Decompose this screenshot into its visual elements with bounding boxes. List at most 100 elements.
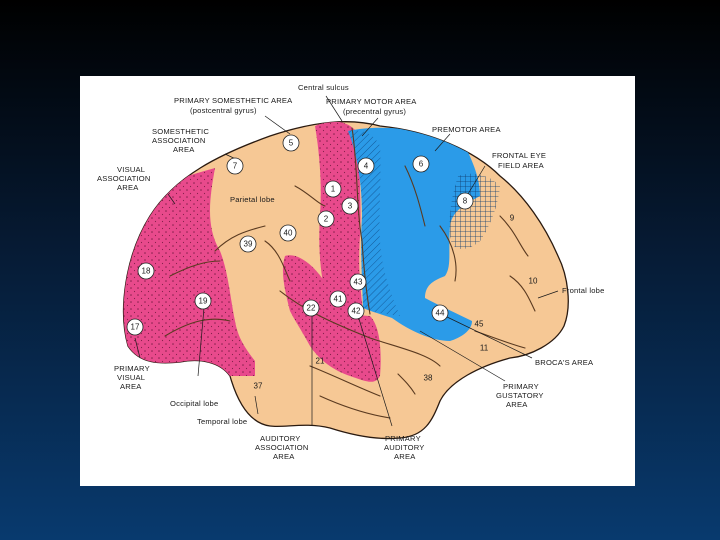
svg-text:6: 6 (419, 160, 424, 169)
area-44-marker: 44 (431, 304, 449, 322)
leader-somesthetic (264, 115, 291, 135)
label-primary-gustatory-1: PRIMARY (503, 382, 539, 391)
area-19-marker: 19 (194, 292, 212, 310)
label-primary-auditory-1: PRIMARY (385, 434, 421, 443)
leader-frontal-lobe (537, 290, 559, 299)
svg-text:5: 5 (289, 139, 294, 148)
area-17-marker: 17 (126, 318, 144, 336)
label-central-sulcus: Central sulcus (298, 83, 349, 92)
leader-premotor (434, 133, 451, 152)
area-18-marker: 18 (137, 262, 155, 280)
label-somesthetic-association-1: SOMESTHETIC (152, 127, 209, 136)
sulcus-4 (169, 260, 221, 277)
svg-text:19: 19 (199, 297, 208, 306)
label-frontal-eye-2: FIELD AREA (498, 161, 545, 170)
area-2-marker: 2 (317, 210, 335, 228)
area-40-marker: 40 (279, 224, 297, 242)
leader-occipital (197, 307, 205, 377)
label-somesthetic-association-2: ASSOCIATION (152, 136, 206, 145)
area-42-marker: 42 (347, 302, 365, 320)
label-visual-association-2: ASSOCIATION (97, 174, 151, 183)
area-22-marker: 22 (302, 299, 320, 317)
sulcus-11 (309, 365, 381, 397)
primary-motor-hatch (348, 130, 400, 316)
label-primary-visual-1: PRIMARY (114, 364, 150, 373)
svg-text:40: 40 (284, 229, 293, 238)
area-41-marker: 41 (329, 290, 347, 308)
label-primary-gustatory-2: GUSTATORY (496, 391, 544, 400)
label-primary-somesthetic-area: PRIMARY SOMESTHETIC AREA (174, 96, 293, 105)
area-37-label: 37 (254, 382, 263, 391)
label-primary-auditory-3: AREA (394, 452, 416, 461)
label-occipital-lobe: Occipital lobe (170, 399, 218, 408)
svg-text:7: 7 (233, 162, 238, 171)
svg-text:42: 42 (352, 307, 361, 316)
label-somesthetic-association-3: AREA (173, 145, 195, 154)
sulcus-5 (164, 318, 231, 337)
label-auditory-association-3: AREA (273, 452, 295, 461)
svg-text:39: 39 (244, 240, 253, 249)
area-39-marker: 39 (239, 235, 257, 253)
frontal-eye-field-grid (449, 173, 500, 250)
svg-text:3: 3 (348, 202, 353, 211)
sylvian-fissure-line (279, 290, 441, 367)
sulcus-6 (404, 165, 426, 227)
svg-text:22: 22 (307, 304, 316, 313)
area-21-label: 21 (316, 357, 325, 366)
area-3-marker: 3 (341, 197, 359, 215)
label-postcentral-gyrus: (postcentral gyrus) (190, 106, 257, 115)
brain-diagram-svg: 5 7 4 6 1 3 8 2 40 39 18 43 19 41 22 42 … (97, 83, 605, 461)
svg-text:1: 1 (331, 185, 336, 194)
leader-motor (361, 117, 379, 137)
label-auditory-association-2: ASSOCIATION (255, 443, 309, 452)
sulcus-12 (319, 395, 391, 419)
label-parietal-lobe: Parietal lobe (230, 195, 275, 204)
leader-frontal-eye (467, 165, 486, 195)
label-temporal-lobe: Temporal lobe (197, 417, 247, 426)
leader-brocas (444, 315, 533, 359)
central-sulcus-line (351, 127, 371, 315)
sulcus-8 (499, 215, 529, 257)
leader-gustatory (419, 330, 506, 382)
label-primary-visual-3: AREA (120, 382, 142, 391)
leader-central-sulcus (325, 95, 343, 122)
label-frontal-eye-1: FRONTAL EYE (492, 151, 546, 160)
leader-primary-auditory (354, 305, 393, 427)
label-brocas-area: BROCA'S AREA (535, 358, 594, 367)
svg-text:4: 4 (364, 162, 369, 171)
sulcus-1 (294, 185, 326, 207)
area-8-marker: 8 (456, 192, 474, 210)
svg-text:17: 17 (131, 323, 140, 332)
sulcus-13 (397, 373, 416, 395)
sulcus-9 (509, 275, 536, 312)
auditory-dots (282, 255, 381, 382)
area-9-label: 9 (510, 214, 515, 223)
leader-visual-assoc (167, 193, 176, 205)
leader-primary-visual (134, 337, 141, 359)
sulcus-7 (439, 225, 457, 282)
label-frontal-lobe: Frontal lobe (562, 286, 605, 295)
area-5-marker: 5 (282, 134, 300, 152)
sulcus-3 (214, 225, 266, 252)
label-primary-gustatory-3: AREA (506, 400, 528, 409)
area-43-marker: 43 (349, 273, 367, 291)
label-primary-motor-area: PRIMARY MOTOR AREA (326, 97, 417, 106)
svg-text:18: 18 (142, 267, 151, 276)
brain-diagram-figure: 5 7 4 6 1 3 8 2 40 39 18 43 19 41 22 42 … (80, 76, 635, 486)
area-38-label: 38 (424, 374, 433, 383)
label-auditory-association-1: AUDITORY (260, 434, 301, 443)
area-11-label: 11 (480, 344, 489, 353)
svg-text:2: 2 (324, 215, 329, 224)
label-visual-association-1: VISUAL (117, 165, 145, 174)
svg-text:43: 43 (354, 278, 363, 287)
label-premotor-area: PREMOTOR AREA (432, 125, 501, 134)
leader-temporal (254, 395, 259, 415)
svg-text:44: 44 (436, 309, 445, 318)
area-10-label: 10 (529, 277, 538, 286)
area-45-label: 45 (475, 320, 484, 329)
area-7-marker: 7 (226, 157, 244, 175)
label-precentral-gyrus: (precentral gyrus) (343, 107, 406, 116)
svg-text:8: 8 (463, 197, 468, 206)
svg-text:41: 41 (334, 295, 343, 304)
